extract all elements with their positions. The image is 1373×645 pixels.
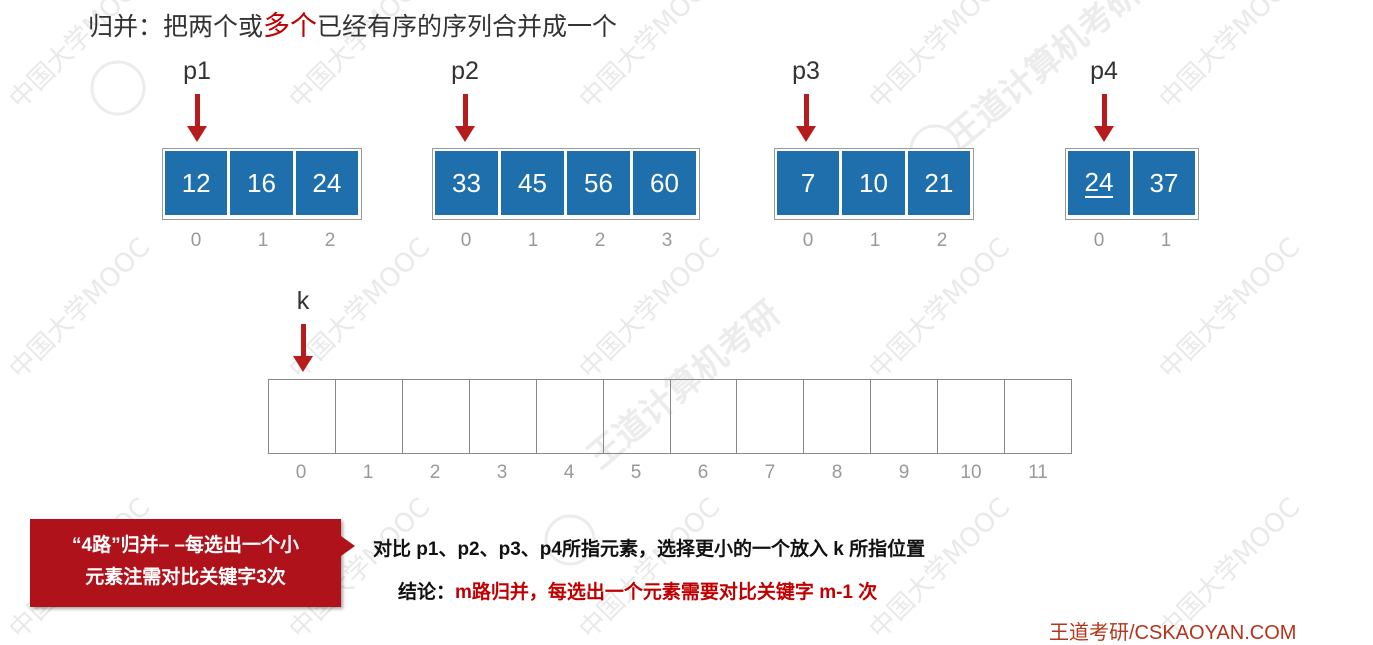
output-cell <box>336 380 403 453</box>
array-p3: 7 10 21 <box>774 148 974 220</box>
array-cell: 16 <box>230 151 293 215</box>
array-cell: 33 <box>435 151 498 215</box>
array-cell: 60 <box>633 151 696 215</box>
svg-text:中国大学MOOC: 中国大学MOOC <box>864 233 1016 385</box>
output-index: 0 <box>295 462 307 483</box>
array-cell: 24 <box>1068 151 1130 215</box>
page-title: 归并：把两个或多个已经有序的序列合并成一个 <box>88 4 617 43</box>
array-index: 1 <box>527 230 539 251</box>
output-cell <box>871 380 939 453</box>
output-cell <box>804 380 872 453</box>
array-cell-value: 24 <box>1084 166 1114 198</box>
array-index: 3 <box>661 230 673 251</box>
array-index: 2 <box>936 230 948 251</box>
output-index: 8 <box>831 462 843 483</box>
array-cell: 12 <box>165 151 228 215</box>
compare-text: 对比 p1、p2、p3、p4所指元素，选择更小的一个放入 k 所指位置 <box>373 539 926 560</box>
callout-line-1: “4路”归并– –每选出一个小 <box>72 535 299 556</box>
array-cell: 37 <box>1133 151 1195 215</box>
array-index: 1 <box>1160 230 1172 251</box>
output-index: 7 <box>764 462 776 483</box>
pointer-p2-label: p2 <box>451 57 479 85</box>
pointer-k-label: k <box>296 287 310 315</box>
output-index: 10 <box>960 462 982 483</box>
conclusion-label: 结论： <box>398 582 456 603</box>
array-cell: 10 <box>842 151 905 215</box>
array-cell: 24 <box>295 151 358 215</box>
output-index: 1 <box>362 462 374 483</box>
callout-pointer <box>341 536 355 556</box>
array-index: 2 <box>594 230 606 251</box>
array-cell: 56 <box>567 151 630 215</box>
conclusion: 结论：m路归并，每选出一个元素需要对比关键字 m-1 次 <box>398 577 877 604</box>
title-highlight: 多个 <box>263 11 318 41</box>
svg-text:中国大学MOOC: 中国大学MOOC <box>864 493 1016 645</box>
svg-text:中国大学MOOC: 中国大学MOOC <box>1154 0 1306 115</box>
title-prefix: 归并：把两个或 <box>88 13 264 41</box>
output-index: 2 <box>429 462 441 483</box>
output-index: 6 <box>697 462 709 483</box>
array-cell: 21 <box>907 151 970 215</box>
array-index: 2 <box>324 230 336 251</box>
output-index: 4 <box>563 462 575 483</box>
output-cell <box>1005 380 1071 453</box>
output-index: 5 <box>630 462 642 483</box>
output-cell <box>269 380 336 453</box>
output-index: 11 <box>1028 462 1048 483</box>
array-p1: 12 16 24 <box>162 148 362 220</box>
conclusion-text: m路归并，每选出一个元素需要对比关键字 m-1 次 <box>455 582 878 603</box>
svg-text:中国大学MOOC: 中国大学MOOC <box>864 0 1016 115</box>
array-index: 0 <box>190 230 202 251</box>
pointer-p4-label: p4 <box>1090 57 1118 85</box>
svg-text:中国大学MOOC: 中国大学MOOC <box>574 493 726 645</box>
array-index: 1 <box>869 230 881 251</box>
output-cell <box>537 380 604 453</box>
array-index: 0 <box>802 230 814 251</box>
output-cell <box>938 380 1006 453</box>
title-suffix: 已经有序的序列合并成一个 <box>317 13 618 41</box>
array-cell: 7 <box>777 151 840 215</box>
brand-label: 王道考研/CSKAOYAN.COM <box>1049 622 1297 644</box>
pointer-p1-label: p1 <box>183 57 211 85</box>
array-index: 0 <box>1093 230 1105 251</box>
callout-line-2: 元素注需对比关键字3次 <box>85 567 286 588</box>
output-cell <box>604 380 671 453</box>
svg-text:中国大学MOOC: 中国大学MOOC <box>1154 233 1306 385</box>
output-cell <box>737 380 805 453</box>
output-cell <box>470 380 537 453</box>
svg-text:中国大学MOOC: 中国大学MOOC <box>574 233 726 385</box>
output-cell <box>671 380 738 453</box>
array-index: 0 <box>460 230 472 251</box>
array-index: 1 <box>257 230 269 251</box>
output-index: 3 <box>496 462 508 483</box>
output-array <box>268 379 1072 454</box>
callout-box: “4路”归并– –每选出一个小 元素注需对比关键字3次 <box>30 519 341 607</box>
svg-text:中国大学MOOC: 中国大学MOOC <box>4 233 156 385</box>
array-p2: 33 45 56 60 <box>432 148 700 220</box>
array-cell: 45 <box>501 151 564 215</box>
array-p4: 24 37 <box>1065 148 1199 220</box>
output-cell <box>403 380 470 453</box>
output-index: 9 <box>898 462 910 483</box>
pointer-p3-label: p3 <box>792 57 820 85</box>
